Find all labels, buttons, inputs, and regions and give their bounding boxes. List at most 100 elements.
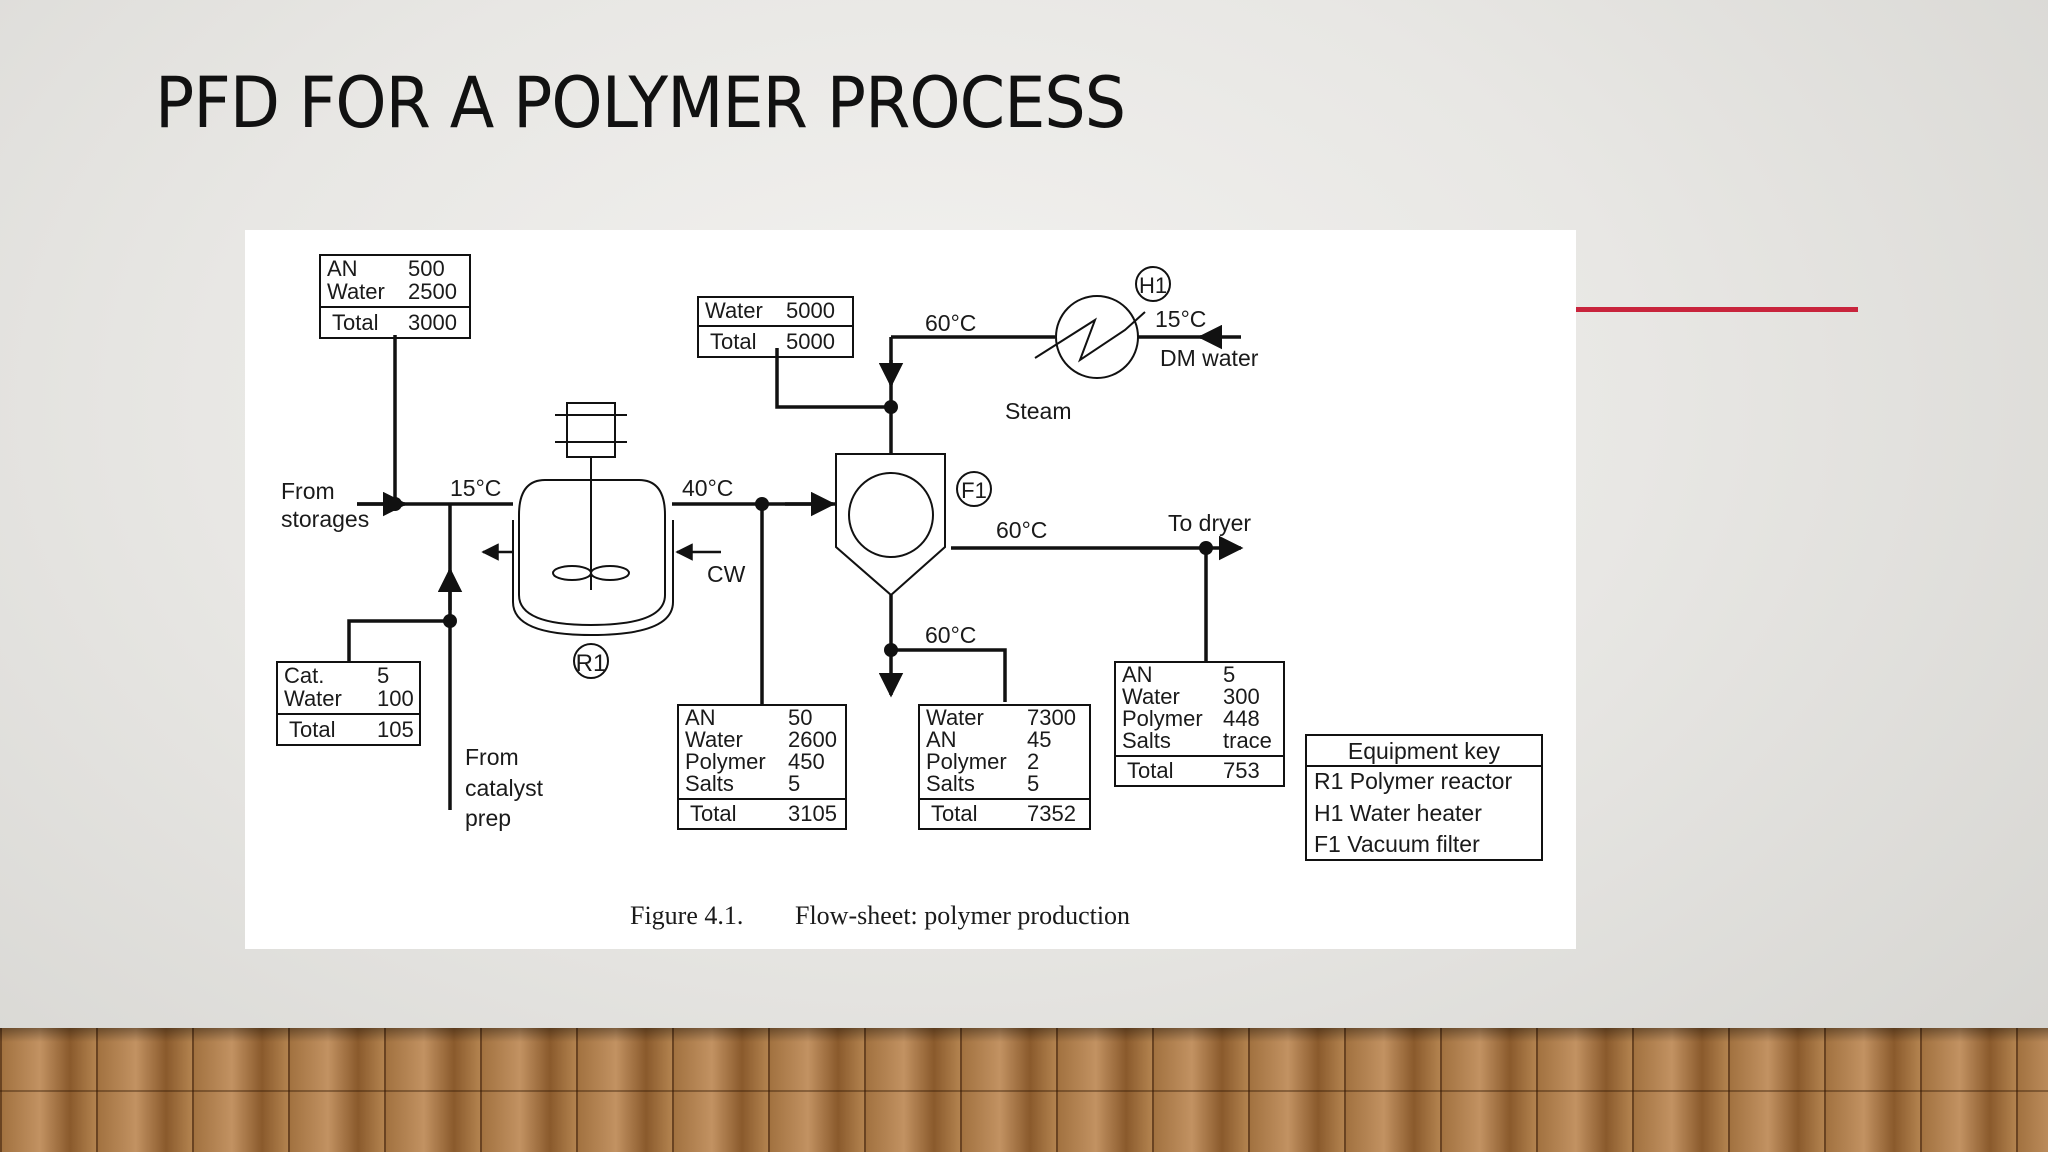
stream-component-value: 448 <box>1223 706 1260 731</box>
stream-component-label: Water <box>327 279 385 304</box>
label-temp-60-top: 60°C <box>925 310 976 336</box>
label-from-storages-2: storages <box>281 506 369 532</box>
h1-tag-label: H1 <box>1139 273 1167 298</box>
wood-floor-seam <box>0 1090 2048 1092</box>
stream-total-value: 3000 <box>408 310 457 335</box>
process-flow-diagram: R1 H1 F1 From storages 15°C 40°C 60°C 15… <box>245 230 1576 949</box>
stream-table-box <box>1114 661 1285 787</box>
equipment-key-box <box>1305 734 1543 861</box>
f1-tag-label: F1 <box>961 478 987 503</box>
stream-component-value: 500 <box>408 256 445 281</box>
label-steam: Steam <box>1005 398 1071 424</box>
stream-component-label: AN <box>926 727 957 752</box>
label-temp-40: 40°C <box>682 475 733 501</box>
stream-component-value: 50 <box>788 705 812 730</box>
stream-component-value: 5 <box>1223 662 1235 687</box>
reactor-vessel <box>518 479 666 627</box>
stream-component-label: Water <box>1122 684 1180 709</box>
stream-component-value: 2 <box>1027 749 1039 774</box>
heater-shell <box>1055 295 1139 379</box>
equipment-key-title: Equipment key <box>1348 738 1501 764</box>
heater-h1 <box>1034 266 1171 379</box>
stream-component-value: 5 <box>788 771 800 796</box>
stream-component-label: AN <box>685 705 716 730</box>
equipment-key-item: H1 Water heater <box>1314 800 1482 826</box>
stream-component-value: 5 <box>1027 771 1039 796</box>
stream-total-label: Total <box>690 801 736 826</box>
filter-body <box>835 453 946 597</box>
stream-total-value: 753 <box>1223 758 1260 783</box>
stream-component-value: 2600 <box>788 727 837 752</box>
stream-component-value: 7300 <box>1027 705 1076 730</box>
accent-line <box>1576 307 1858 312</box>
equipment-key: Equipment key R1 Polymer reactor H1 Wate… <box>1305 734 1543 861</box>
equipment-key-item: R1 Polymer reactor <box>1314 768 1512 794</box>
filter-drum <box>848 472 934 558</box>
r1-tag-label: R1 <box>576 650 607 677</box>
stream-component-label: AN <box>327 256 358 281</box>
label-from-catalyst-1: From <box>465 744 519 770</box>
label-cw: CW <box>707 561 746 587</box>
stream-table-box <box>677 704 847 830</box>
stream-component-label: Water <box>284 686 342 711</box>
label-from-storages-1: From <box>281 478 335 504</box>
h1-tag <box>1135 266 1171 302</box>
stream-total-value: 7352 <box>1027 801 1076 826</box>
stream-component-value: 300 <box>1223 684 1260 709</box>
reactor-motor <box>566 402 616 458</box>
stream-total-value: 105 <box>377 717 414 742</box>
label-to-dryer: To dryer <box>1168 510 1251 536</box>
stream-total-label: Total <box>1127 758 1173 783</box>
stream-component-label: Water <box>685 727 743 752</box>
label-temp-15-h1: 15°C <box>1155 306 1206 332</box>
stream-total-label: Total <box>931 801 977 826</box>
filtrate-table-connector <box>891 648 1007 702</box>
label-temp-60-dryer: 60°C <box>996 517 1047 543</box>
stream-total-label: Total <box>289 717 335 742</box>
equipment-key-item: F1 Vacuum filter <box>1314 831 1480 857</box>
label-from-catalyst-2: catalyst <box>465 775 544 801</box>
stream-component-value: 5 <box>377 663 389 688</box>
stream-component-label: Salts <box>926 771 975 796</box>
stream-component-label: Salts <box>1122 728 1171 753</box>
impeller-left <box>552 565 592 581</box>
stream-component-label: Polymer <box>685 749 766 774</box>
r1-tag <box>573 643 609 679</box>
stream-table-box <box>276 661 421 746</box>
junction-dots <box>388 400 1213 657</box>
f1-tag <box>956 471 992 507</box>
stream-component-value: 450 <box>788 749 825 774</box>
stream-total-label: Total <box>710 329 756 354</box>
stream-component-label: Water <box>705 298 763 323</box>
stream-table-box <box>918 704 1091 830</box>
stream-total-value: 5000 <box>786 329 835 354</box>
reactor-r1 <box>512 402 674 679</box>
slide-title: PFD FOR A POLYMER PROCESS <box>155 62 1126 144</box>
stream-total-value: 3105 <box>788 801 837 826</box>
stream-component-value: 5000 <box>786 298 835 323</box>
stream-component-label: Polymer <box>1122 706 1203 731</box>
stream-component-label: Water <box>926 705 984 730</box>
stream-component-label: Polymer <box>926 749 1007 774</box>
water-feed-line <box>775 348 891 409</box>
impeller-right <box>590 565 630 581</box>
stream-component-value: 2500 <box>408 279 457 304</box>
label-temp-60-bottom: 60°C <box>925 622 976 648</box>
stream-component-value: 100 <box>377 686 414 711</box>
stream-component-label: Cat. <box>284 663 324 688</box>
label-from-catalyst-3: prep <box>465 805 511 831</box>
figure-caption-text: Flow-sheet: polymer production <box>795 901 1130 930</box>
stream-component-value: 45 <box>1027 727 1051 752</box>
figure-caption-number: Figure 4.1. <box>630 901 743 930</box>
label-dm-water: DM water <box>1160 345 1259 371</box>
stream-table-box <box>319 254 471 339</box>
stream-component-label: AN <box>1122 662 1153 687</box>
stream-component-value: trace <box>1223 728 1272 753</box>
flowsheet-canvas: R1 H1 F1 From storages 15°C 40°C 60°C 15… <box>276 254 1543 930</box>
